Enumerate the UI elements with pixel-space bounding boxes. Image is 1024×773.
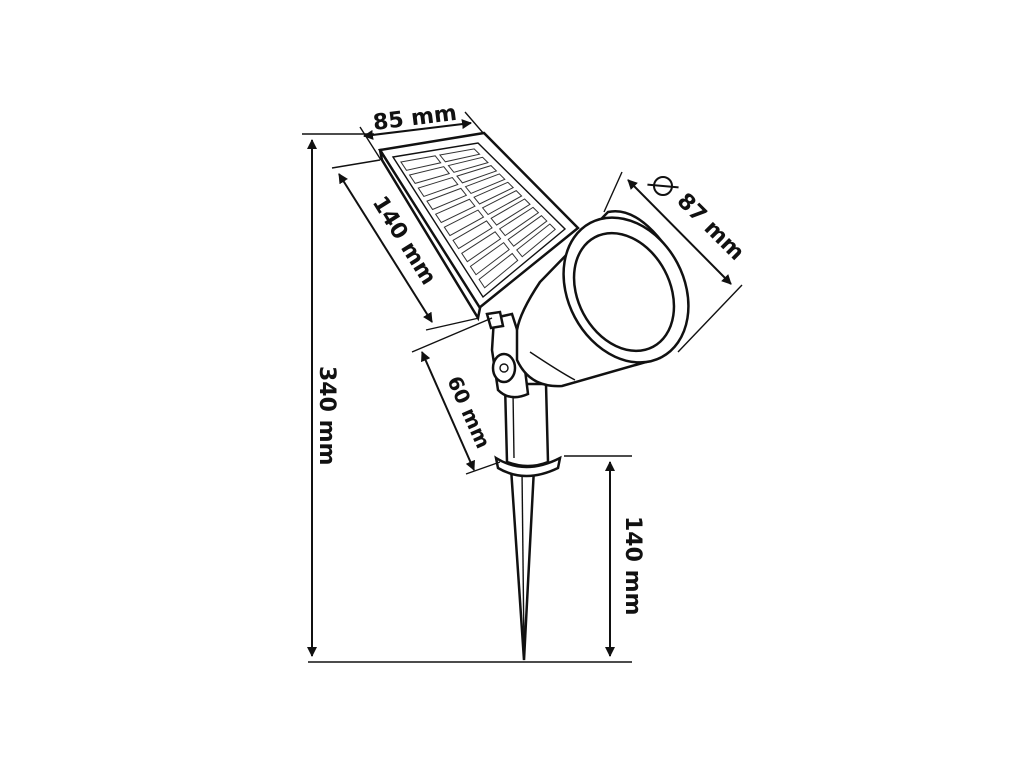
ground-spike <box>494 455 562 661</box>
panel-width-label: 85 mm <box>372 101 459 136</box>
solar-cell <box>438 148 481 163</box>
solar-cell <box>452 220 493 250</box>
solar-cell <box>400 155 442 171</box>
solar-cell <box>456 165 498 184</box>
solar-cell <box>507 215 548 247</box>
dimension-total-height: 340 mm <box>302 133 632 663</box>
stem <box>503 382 550 468</box>
dimension-spike-length: 140 mm <box>564 455 645 657</box>
solar-cell <box>447 156 489 173</box>
solar-cell <box>473 181 515 205</box>
dimension-neck-length: 60 mm <box>411 317 501 475</box>
solar-cell <box>490 198 531 226</box>
solar-cell <box>469 241 510 276</box>
neck-length-label: 60 mm <box>442 372 495 452</box>
solar-cell <box>443 209 485 237</box>
solar-cell <box>481 190 523 216</box>
solar-cell <box>478 252 519 289</box>
head-diameter-label: 87 mm <box>672 189 749 266</box>
spike-length-label: 140 mm <box>620 516 645 615</box>
solar-cell <box>498 206 540 237</box>
solar-cell <box>516 223 556 258</box>
solar-cell <box>464 173 506 195</box>
total-height-label: 340 mm <box>314 366 339 465</box>
solar-cell <box>461 231 502 263</box>
diameter-symbol <box>647 176 679 196</box>
lamp-illustration <box>377 131 690 661</box>
solar-cell <box>434 198 476 224</box>
